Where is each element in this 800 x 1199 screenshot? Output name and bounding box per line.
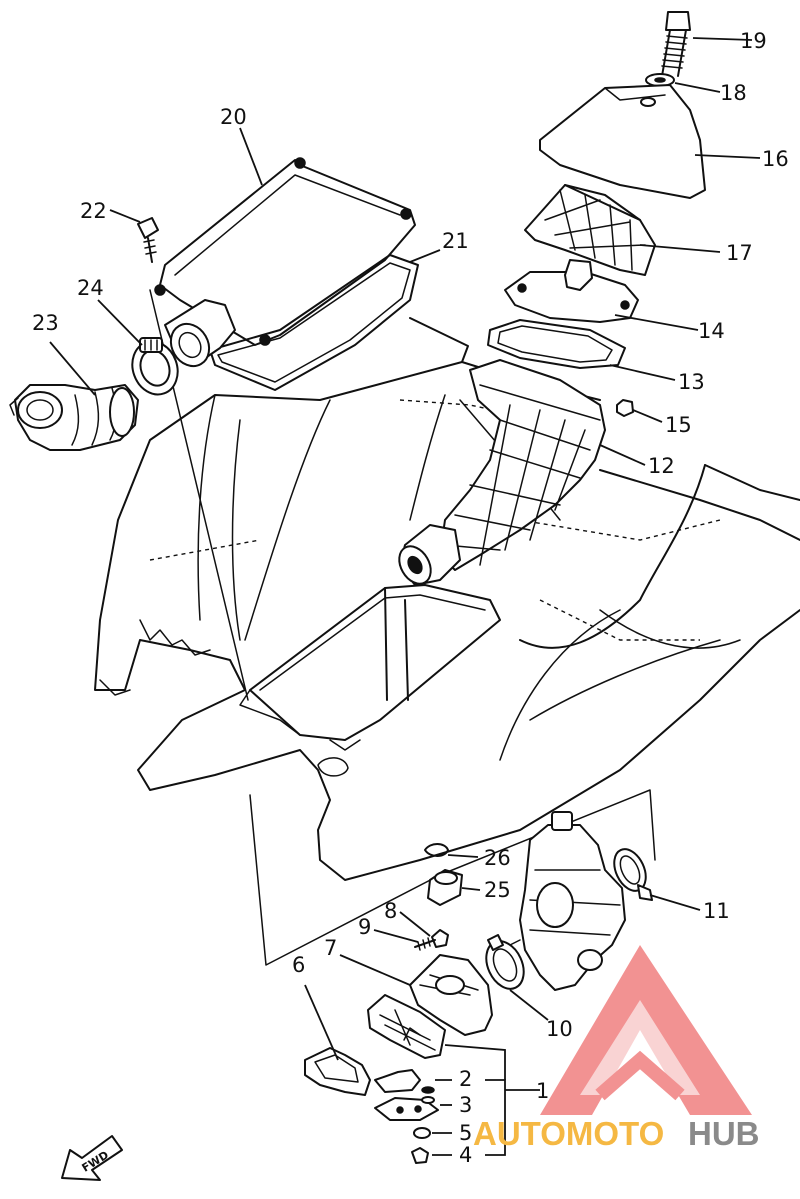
watermark-part2: HUB bbox=[688, 1115, 760, 1152]
callout-17: 17 bbox=[726, 241, 753, 265]
callout-10: 10 bbox=[546, 1017, 573, 1041]
callout-12: 12 bbox=[648, 454, 675, 478]
callout-7: 7 bbox=[324, 936, 337, 960]
callout-15: 15 bbox=[665, 413, 692, 437]
callout-22: 22 bbox=[80, 199, 107, 223]
carburetor[interactable] bbox=[509, 811, 626, 991]
part-12-intake-manifold[interactable] bbox=[393, 359, 606, 589]
part-22-screw[interactable] bbox=[137, 217, 159, 263]
triangle-logo-icon bbox=[540, 945, 752, 1115]
reed-cage bbox=[367, 994, 446, 1059]
callout-8: 8 bbox=[384, 899, 397, 923]
callout-14: 14 bbox=[698, 319, 725, 343]
part-3-stopper-plate[interactable] bbox=[374, 1097, 439, 1121]
part-23-intake-duct[interactable] bbox=[9, 384, 139, 451]
callout-2: 2 bbox=[459, 1067, 472, 1091]
callout-13: 13 bbox=[678, 370, 705, 394]
callout-23: 23 bbox=[32, 311, 59, 335]
callout-24: 24 bbox=[77, 276, 104, 300]
callout-6: 6 bbox=[292, 953, 305, 977]
callout-5: 5 bbox=[459, 1121, 472, 1145]
callout-19: 19 bbox=[740, 29, 767, 53]
hull-body bbox=[94, 317, 800, 881]
callout-20: 20 bbox=[220, 105, 247, 129]
part-8-9-screw[interactable] bbox=[414, 929, 449, 951]
watermark-part1: AUTOMOTO bbox=[473, 1115, 664, 1152]
forward-arrow-icon: FWD bbox=[61, 1135, 123, 1181]
part-2-reed-petal[interactable] bbox=[374, 1069, 421, 1093]
callout-18: 18 bbox=[720, 81, 747, 105]
part-17-flame-arrester[interactable] bbox=[524, 184, 656, 276]
watermark-text: AUTOMOTO HUB bbox=[473, 1115, 760, 1152]
part-26-clip[interactable] bbox=[424, 843, 449, 857]
small-washers bbox=[421, 1086, 435, 1104]
callout-1: 1 bbox=[536, 1079, 549, 1103]
airbox-outlet bbox=[164, 299, 236, 368]
callout-21: 21 bbox=[442, 229, 469, 253]
part-10-clamp-band[interactable] bbox=[479, 934, 531, 995]
callout-3: 3 bbox=[459, 1093, 472, 1117]
callout-26: 26 bbox=[484, 846, 511, 870]
callout-16: 16 bbox=[762, 147, 789, 171]
part-14-mounting-plate[interactable] bbox=[504, 259, 639, 323]
part-6-gasket[interactable] bbox=[304, 1047, 371, 1096]
callout-labels: 19 18 16 17 20 21 22 24 23 14 13 15 12 2… bbox=[32, 29, 789, 1167]
part-15-nut[interactable] bbox=[616, 399, 634, 417]
part-24-hose-clamp[interactable] bbox=[125, 335, 185, 401]
callout-25: 25 bbox=[484, 878, 511, 902]
part-11-clamp[interactable] bbox=[608, 844, 653, 901]
callout-9: 9 bbox=[358, 915, 371, 939]
part-7-reed-valve-body[interactable] bbox=[409, 954, 493, 1036]
part-5-washer[interactable] bbox=[413, 1127, 431, 1139]
callout-4: 4 bbox=[459, 1143, 472, 1167]
part-16-cap[interactable] bbox=[539, 84, 706, 199]
callout-11: 11 bbox=[703, 899, 730, 923]
part-21-gasket[interactable] bbox=[209, 254, 419, 391]
part-13-gasket[interactable] bbox=[487, 319, 626, 369]
part-4-screw[interactable] bbox=[411, 1147, 429, 1164]
storage-recess bbox=[239, 584, 501, 751]
leader-lines bbox=[49, 37, 761, 1156]
part-19-bolt[interactable] bbox=[661, 11, 691, 77]
part-25-fitting[interactable] bbox=[427, 869, 463, 906]
part-20-airbox-cover[interactable] bbox=[154, 157, 416, 346]
